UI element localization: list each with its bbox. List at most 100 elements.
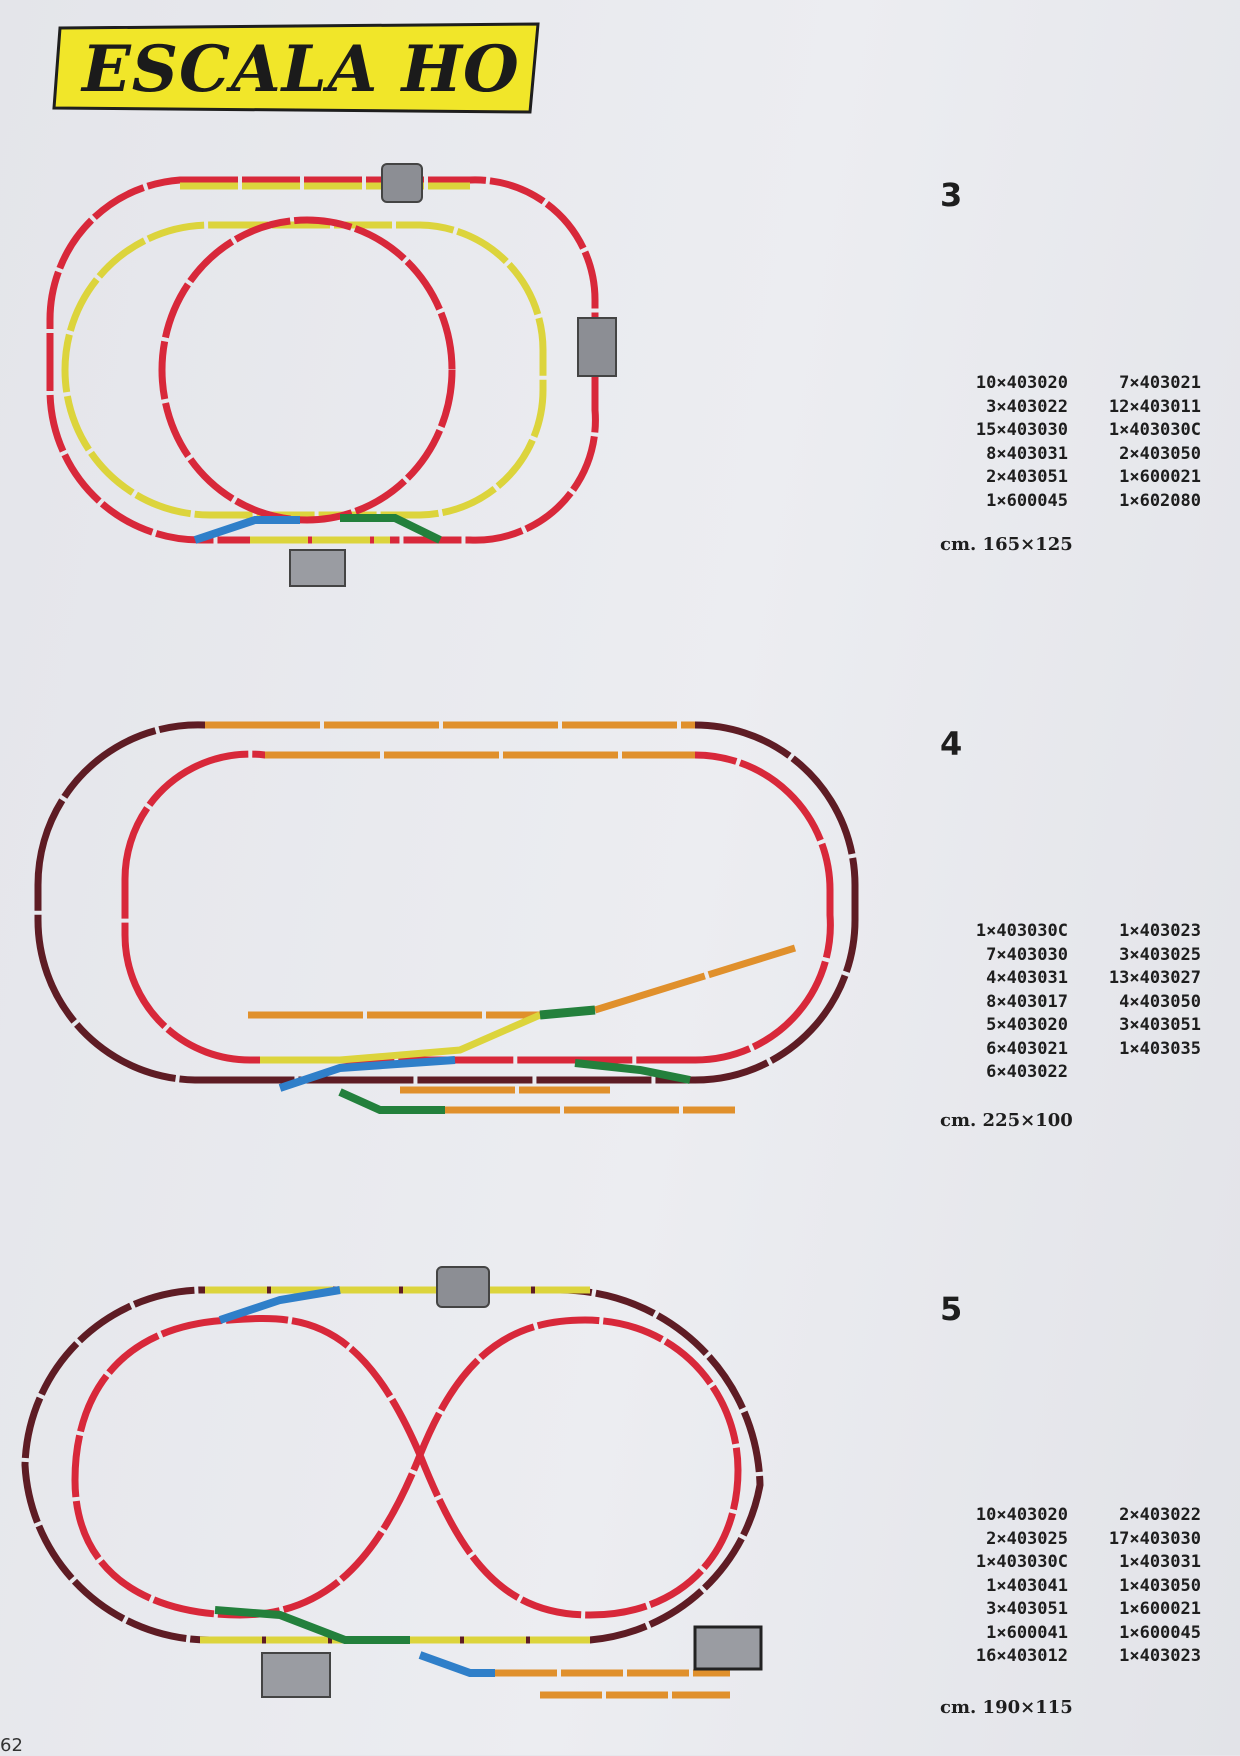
part-quantity <box>1076 1061 1201 1085</box>
inner-red-loop <box>121 750 834 1064</box>
part-quantity: 7×403030 <box>986 944 1068 965</box>
parts-row: 2×403051 1×600021 <box>935 466 1201 490</box>
part-quantity: 3×403051 <box>1119 1015 1201 1035</box>
track-layout-3 <box>46 163 617 587</box>
blue-turnout <box>278 1056 456 1092</box>
part-quantity: 1×403023 <box>1119 921 1201 941</box>
layout-number-3: 3 <box>940 176 963 214</box>
part-quantity: 1×600041 <box>986 1622 1068 1643</box>
part-quantity: 13×403027 <box>1108 968 1201 988</box>
station-building-icon <box>693 1625 763 1671</box>
dimensions-3: cm. 165×125 <box>940 534 1073 555</box>
dimensions-4: cm. 225×100 <box>940 1110 1073 1131</box>
part-quantity: 16×403012 <box>975 1646 1068 1666</box>
page-title: ESCALA HO <box>82 32 520 107</box>
part-quantity: 3×403025 <box>1119 944 1201 965</box>
blue-turnout-top <box>218 1286 341 1324</box>
part-quantity: 3×403022 <box>986 396 1068 417</box>
part-quantity: 10×403020 <box>975 373 1068 393</box>
parts-row: 1×403041 1×403050 <box>935 1575 1201 1599</box>
part-quantity: 1×600021 <box>1119 1599 1201 1619</box>
parts-row: 7×403030 3×403025 <box>935 944 1201 968</box>
part-quantity: 5×403020 <box>986 1015 1068 1035</box>
parts-row: 15×403030 1×403030C <box>935 419 1201 443</box>
parts-row: 1×403030C 1×403023 <box>935 920 1201 944</box>
parts-list-3: 10×403020 7×403021 3×403022 12×403011 15×4… <box>935 372 1201 513</box>
part-quantity: 8×403017 <box>986 991 1068 1012</box>
part-quantity: 1×600045 <box>1119 1622 1201 1643</box>
parts-row: 8×403031 2×403050 <box>935 443 1201 467</box>
part-quantity: 1×403031 <box>1119 1552 1201 1572</box>
yellow-crossover <box>260 1011 542 1064</box>
track-layout-4 <box>34 721 859 1114</box>
parts-row: 10×403020 7×403021 <box>935 372 1201 396</box>
part-quantity: 1×403050 <box>1119 1575 1201 1596</box>
part-quantity: 15×403030 <box>975 420 1068 440</box>
parts-row: 16×403012 1×403023 <box>935 1645 1201 1669</box>
parts-row: 3×403022 12×403011 <box>935 396 1201 420</box>
part-quantity: 1×403030C <box>975 921 1068 941</box>
part-quantity: 6×403021 <box>986 1038 1068 1059</box>
part-quantity: 4×403050 <box>1119 991 1201 1012</box>
signal-box-icon <box>261 1652 331 1698</box>
part-quantity: 1×403035 <box>1119 1038 1201 1059</box>
part-quantity: 1×403023 <box>1119 1646 1201 1666</box>
inner-red-loop <box>158 216 456 524</box>
blue-turnout <box>193 516 300 544</box>
part-quantity: 12×403011 <box>1108 396 1201 417</box>
part-quantity: 8×403031 <box>986 443 1068 464</box>
figure-eight-red-loop <box>71 1315 742 1619</box>
title-banner-shape <box>52 22 540 114</box>
part-quantity: 6×403022 <box>986 1062 1068 1082</box>
green-turnout-lower <box>338 1088 445 1114</box>
layout-number-5: 5 <box>940 1290 963 1328</box>
part-quantity: 1×600021 <box>1119 467 1201 487</box>
title-banner: ESCALA HO <box>52 20 542 116</box>
level-crossing-icon <box>381 163 423 203</box>
parts-row: 1×403030C 1×403031 <box>935 1551 1201 1575</box>
parts-row: 1×600041 1×600045 <box>935 1622 1201 1646</box>
station-building-icon <box>577 317 617 377</box>
part-quantity: 1×602080 <box>1119 490 1201 511</box>
parts-row: 8×403017 4×403050 <box>935 991 1201 1015</box>
outer-red-loop <box>46 176 599 544</box>
parts-list-5: 10×403020 2×403022 2×403025 17×403030 1×40… <box>935 1504 1201 1669</box>
part-quantity: 17×403030 <box>1108 1528 1201 1549</box>
layout-number-4: 4 <box>940 725 963 763</box>
page-number: 62 <box>0 1735 23 1756</box>
part-quantity: 2×403050 <box>1119 443 1201 464</box>
part-quantity: 1×600045 <box>986 490 1068 511</box>
green-turnout-right <box>574 1059 691 1084</box>
parts-row: 3×403051 1×600021 <box>935 1598 1201 1622</box>
parts-row: 6×403022 <box>935 1061 1201 1085</box>
blue-turnout-bottom <box>418 1651 495 1677</box>
green-turnout-bottom <box>214 1606 410 1644</box>
parts-row: 1×600045 1×602080 <box>935 490 1201 514</box>
part-quantity: 7×403021 <box>1119 373 1201 393</box>
part-quantity: 1×403030C <box>975 1552 1068 1572</box>
middle-yellow-loop <box>61 221 547 519</box>
green-turnout <box>340 514 442 544</box>
signal-box-icon <box>289 549 346 587</box>
level-crossing-icon <box>436 1266 490 1308</box>
part-quantity: 2×403022 <box>1119 1505 1201 1525</box>
part-quantity: 1×403030C <box>1108 420 1201 440</box>
track-layout-5 <box>21 1266 764 1699</box>
outer-maroon-loop <box>34 721 859 1084</box>
parts-row: 2×403025 17×403030 <box>935 1528 1201 1552</box>
parts-row: 5×403020 3×403051 <box>935 1014 1201 1038</box>
parts-list-4: 1×403030C 1×403023 7×403030 3×403025 4×403… <box>935 920 1201 1085</box>
green-turnout <box>539 1005 596 1020</box>
dimensions-5: cm. 190×115 <box>940 1697 1073 1718</box>
part-quantity: 1×403041 <box>986 1575 1068 1596</box>
parts-row: 4×403031 13×403027 <box>935 967 1201 991</box>
part-quantity: 2×403025 <box>986 1528 1068 1549</box>
part-quantity: 10×403020 <box>975 1505 1068 1525</box>
diagonal-orange-siding <box>593 944 797 1014</box>
part-quantity: 3×403051 <box>986 1599 1068 1619</box>
parts-row: 6×403021 1×403035 <box>935 1038 1201 1062</box>
parts-row: 10×403020 2×403022 <box>935 1504 1201 1528</box>
part-quantity: 4×403031 <box>986 968 1068 988</box>
part-quantity: 2×403051 <box>986 467 1068 487</box>
